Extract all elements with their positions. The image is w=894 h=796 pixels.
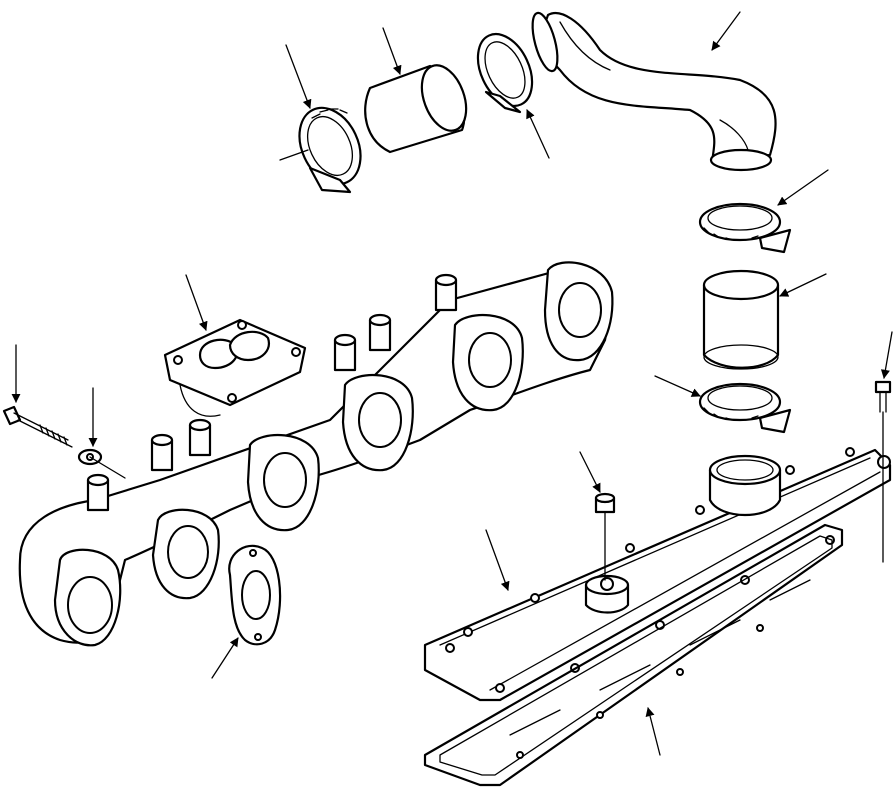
hose-upper [364, 64, 468, 154]
leader-arrows [11, 11, 893, 756]
manifold-bolt [2, 405, 73, 448]
manifold-port-6 [543, 261, 614, 362]
hose-clamp-middle-bottom [698, 382, 792, 434]
leader-arrow-clamp-middle-bottom [654, 375, 701, 397]
bolt-washer [77, 448, 126, 479]
hose-middle [702, 269, 780, 370]
manifold-port-1 [53, 548, 122, 647]
leader-arrow-clamp-upper-right [526, 109, 550, 159]
leader-arrow-cover-gasket [645, 707, 661, 756]
cover-bolt-long [874, 380, 892, 563]
cover-nut [594, 492, 616, 581]
manifold-port-4 [341, 373, 414, 472]
turbo-mounting-flange [163, 318, 307, 417]
leader-arrow-elbow-tube [711, 11, 741, 51]
leader-arrow-cover-nut [579, 451, 601, 493]
leader-arrow-cover-bolt [880, 331, 893, 379]
leader-arrow-clamp-middle-top [777, 169, 829, 206]
leader-arrow-turbo-flange [185, 274, 208, 331]
intake-connector-cover [423, 447, 892, 702]
hose-clamp-middle-top [698, 202, 792, 254]
leader-arrow-clamp-upper-left [285, 44, 312, 109]
cover-gasket [423, 523, 844, 787]
hose-clamp-upper-right [476, 32, 534, 114]
manifold-port-2 [151, 508, 220, 600]
leader-arrow-hose-middle [779, 273, 827, 297]
manifold-port-5 [451, 313, 524, 412]
intake-elbow-tube [531, 11, 777, 172]
hose-clamp-upper-left [298, 106, 362, 194]
leader-arrow-hose-upper [382, 27, 402, 75]
exhaust-manifold [18, 261, 614, 647]
leader-arrow-cover [485, 529, 510, 591]
manifold-bosses [86, 273, 458, 512]
manifold-port-3 [246, 433, 320, 532]
exhaust-port-gasket [228, 544, 282, 646]
leader-arrow-port-gasket [211, 637, 239, 679]
